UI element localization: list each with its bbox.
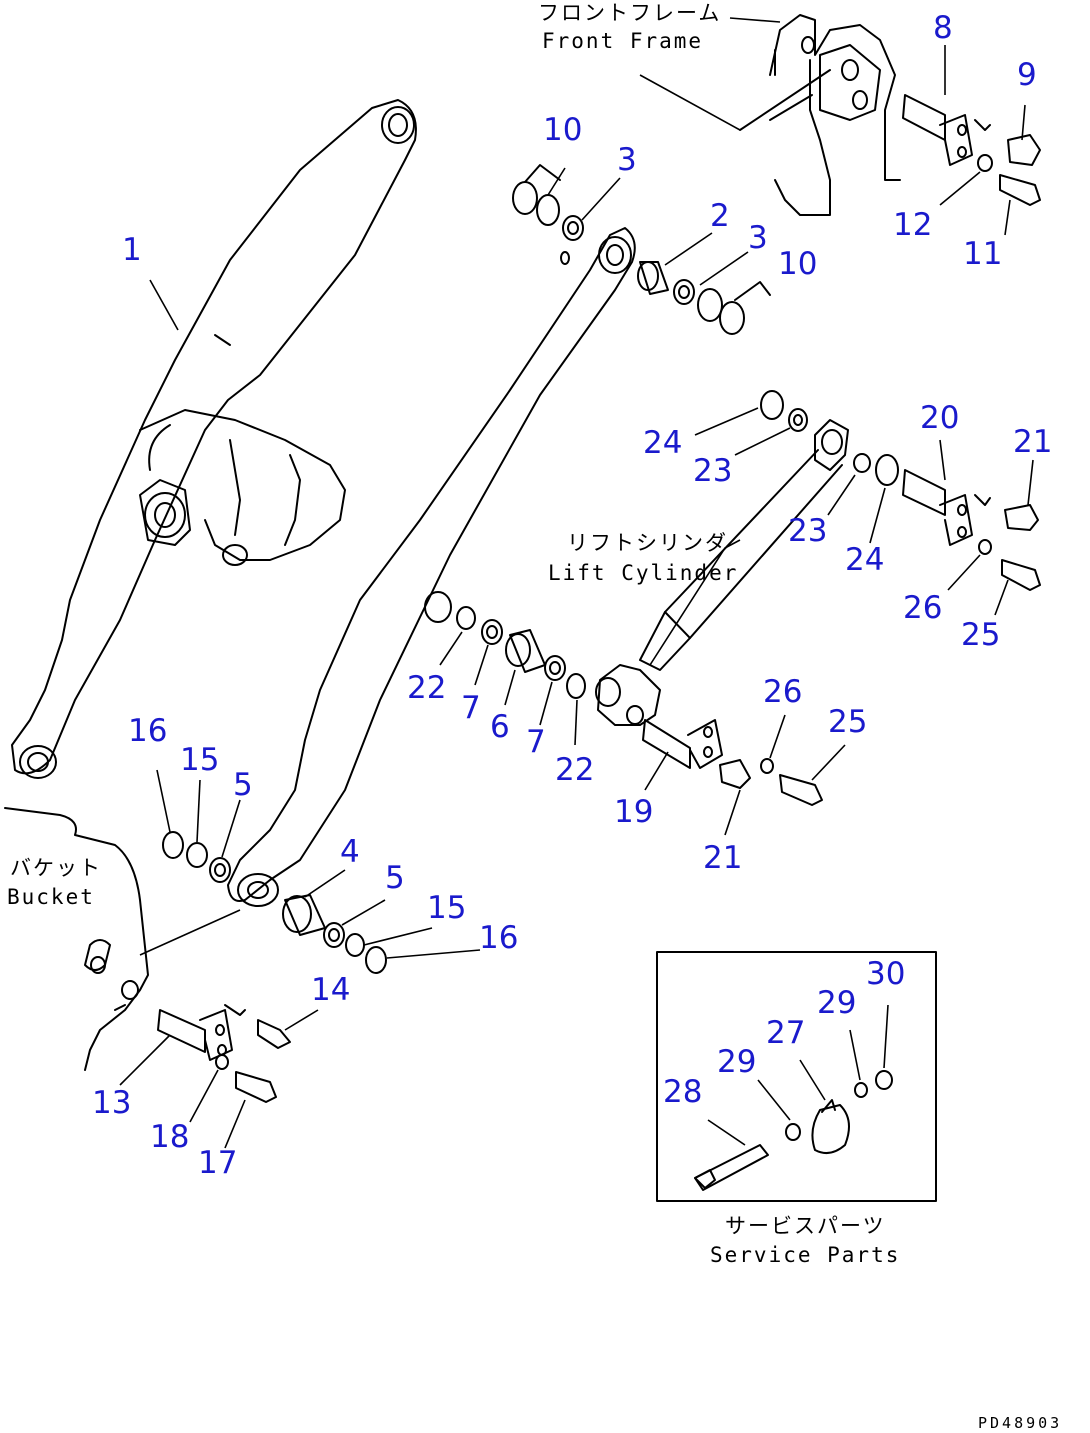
service-parts-label-jp: サービスパーツ: [725, 1214, 886, 1238]
callout-7-left: 7: [461, 690, 481, 726]
callout-15-right: 15: [427, 890, 466, 926]
callout-8: 8: [933, 10, 953, 46]
leader-lines: [119, 17, 1034, 1149]
callout-23-left: 23: [693, 453, 732, 489]
bucket-label-en: Bucket: [7, 885, 95, 909]
callout-15-left: 15: [180, 742, 219, 778]
callout-2: 2: [710, 198, 730, 234]
callout-24-left: 24: [643, 425, 682, 461]
callout-6: 6: [490, 709, 510, 745]
callout-23-right: 23: [788, 513, 827, 549]
callout-16-left: 16: [128, 713, 167, 749]
callout-13: 13: [92, 1085, 131, 1121]
callout-4: 4: [340, 834, 360, 870]
callout-7-right: 7: [526, 724, 546, 760]
lift-cylinder-label-en: Lift Cylinder: [548, 561, 738, 585]
callout-16-right: 16: [479, 920, 518, 956]
bucket-label-jp: バケット: [10, 856, 102, 880]
callout-22-right: 22: [555, 752, 594, 788]
callout-20: 20: [920, 400, 959, 436]
callout-numbers: 1 2 3 3 4 5 5 6 7 7 8 9 10 10 11 12 13 1…: [92, 10, 1052, 1181]
callout-9: 9: [1017, 57, 1037, 93]
callout-28: 28: [663, 1074, 702, 1110]
callout-5-left: 5: [233, 767, 253, 803]
text-labels: フロントフレーム Front Frame リフトシリンダ Lift Cylind…: [7, 1, 1062, 1432]
callout-18: 18: [150, 1119, 189, 1155]
callout-25-top: 25: [961, 617, 1000, 653]
front-frame-label-en: Front Frame: [542, 29, 703, 53]
callout-21-bottom: 21: [703, 840, 742, 876]
hardware-drawing: [157, 94, 1041, 1103]
drawing-code: PD48903: [978, 1414, 1062, 1432]
callout-29-left: 29: [717, 1044, 756, 1080]
callout-29-right: 29: [817, 985, 856, 1021]
front-frame-label-jp: フロントフレーム: [538, 1, 721, 25]
callout-22-left: 22: [407, 670, 446, 706]
callout-21-top: 21: [1013, 424, 1052, 460]
callout-3-top: 3: [617, 142, 637, 178]
callout-25-bottom: 25: [828, 704, 867, 740]
callout-24-right: 24: [845, 542, 884, 578]
service-parts-label-en: Service Parts: [710, 1243, 900, 1267]
callout-11: 11: [963, 236, 1002, 272]
lift-arm-drawing: [11, 99, 636, 907]
callout-10-left: 10: [543, 112, 582, 148]
callout-17: 17: [198, 1145, 237, 1181]
callout-19: 19: [614, 794, 653, 830]
callout-27: 27: [766, 1015, 805, 1051]
bucket-drawing: [4, 807, 149, 1071]
service-parts-box: [656, 951, 937, 1202]
callout-1: 1: [122, 232, 142, 268]
callout-12: 12: [893, 207, 932, 243]
lift-cylinder-label-jp: リフトシリンダ: [567, 531, 728, 555]
callout-26-bottom: 26: [763, 674, 802, 710]
callout-5-right: 5: [385, 860, 405, 896]
front-frame-drawing: [739, 14, 901, 216]
callout-26-top: 26: [903, 590, 942, 626]
callout-30: 30: [866, 956, 905, 992]
lift-cylinder-drawing: [595, 419, 849, 726]
callout-14: 14: [311, 972, 350, 1008]
callout-3-right: 3: [748, 220, 768, 256]
callout-10-right: 10: [778, 246, 817, 282]
